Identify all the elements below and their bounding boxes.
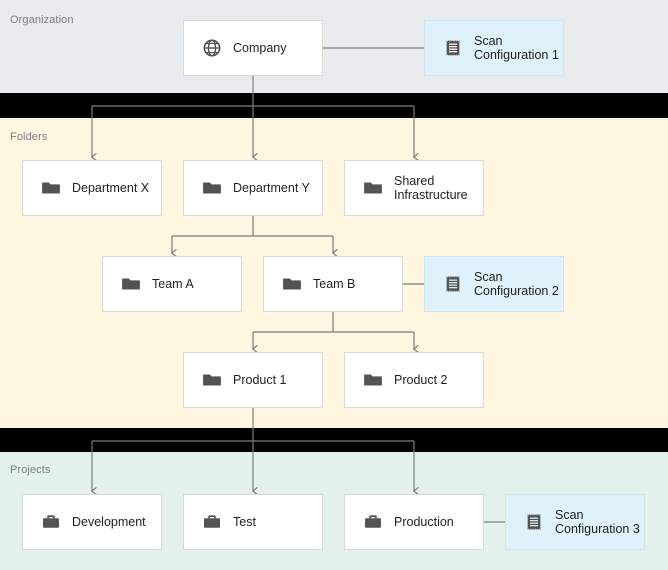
band-label-projects: Projects xyxy=(10,464,51,476)
divider-organization-folders xyxy=(0,93,668,118)
node-label: Scan Configuration 1 xyxy=(474,34,559,62)
node-label: Department X xyxy=(72,181,150,195)
folder-icon xyxy=(42,182,60,194)
node-shared-infrastructure[interactable]: Shared Infrastructure xyxy=(344,160,484,216)
node-label: Test xyxy=(233,515,256,529)
node-label: Production xyxy=(394,515,454,529)
folder-icon xyxy=(122,278,140,290)
node-label: Shared Infrastructure xyxy=(394,174,468,202)
briefcase-icon xyxy=(365,515,381,528)
node-product-1[interactable]: Product 1 xyxy=(183,352,323,408)
node-production[interactable]: Production xyxy=(344,494,484,550)
node-label: Team A xyxy=(152,277,194,291)
band-label-organization: Organization xyxy=(10,14,74,26)
node-label: Department Y xyxy=(233,181,310,195)
band-organization xyxy=(0,0,668,93)
node-scan-config-1[interactable]: Scan Configuration 1 xyxy=(424,20,564,76)
node-label: Team B xyxy=(313,277,356,291)
node-label: Scan Configuration 3 xyxy=(555,508,640,536)
node-label: Development xyxy=(72,515,146,529)
node-department-x[interactable]: Department X xyxy=(22,160,162,216)
node-team-a[interactable]: Team A xyxy=(102,256,242,312)
globe-icon xyxy=(203,39,221,57)
folder-icon xyxy=(203,182,221,194)
node-label: Company xyxy=(233,41,287,55)
node-development[interactable]: Development xyxy=(22,494,162,550)
node-test[interactable]: Test xyxy=(183,494,323,550)
node-scan-config-2[interactable]: Scan Configuration 2 xyxy=(424,256,564,312)
receipt-icon xyxy=(446,276,460,292)
node-label: Product 2 xyxy=(394,373,448,387)
band-label-folders: Folders xyxy=(10,131,48,143)
divider-folders-projects xyxy=(0,428,668,452)
node-label: Scan Configuration 2 xyxy=(474,270,559,298)
receipt-icon xyxy=(446,40,460,56)
node-scan-config-3[interactable]: Scan Configuration 3 xyxy=(505,494,645,550)
folder-icon xyxy=(364,182,382,194)
folder-icon xyxy=(364,374,382,386)
node-product-2[interactable]: Product 2 xyxy=(344,352,484,408)
node-department-y[interactable]: Department Y xyxy=(183,160,323,216)
node-company[interactable]: Company xyxy=(183,20,323,76)
folder-icon xyxy=(283,278,301,290)
receipt-icon xyxy=(527,514,541,530)
node-team-b[interactable]: Team B xyxy=(263,256,403,312)
folder-icon xyxy=(203,374,221,386)
briefcase-icon xyxy=(43,515,59,528)
briefcase-icon xyxy=(204,515,220,528)
node-label: Product 1 xyxy=(233,373,287,387)
